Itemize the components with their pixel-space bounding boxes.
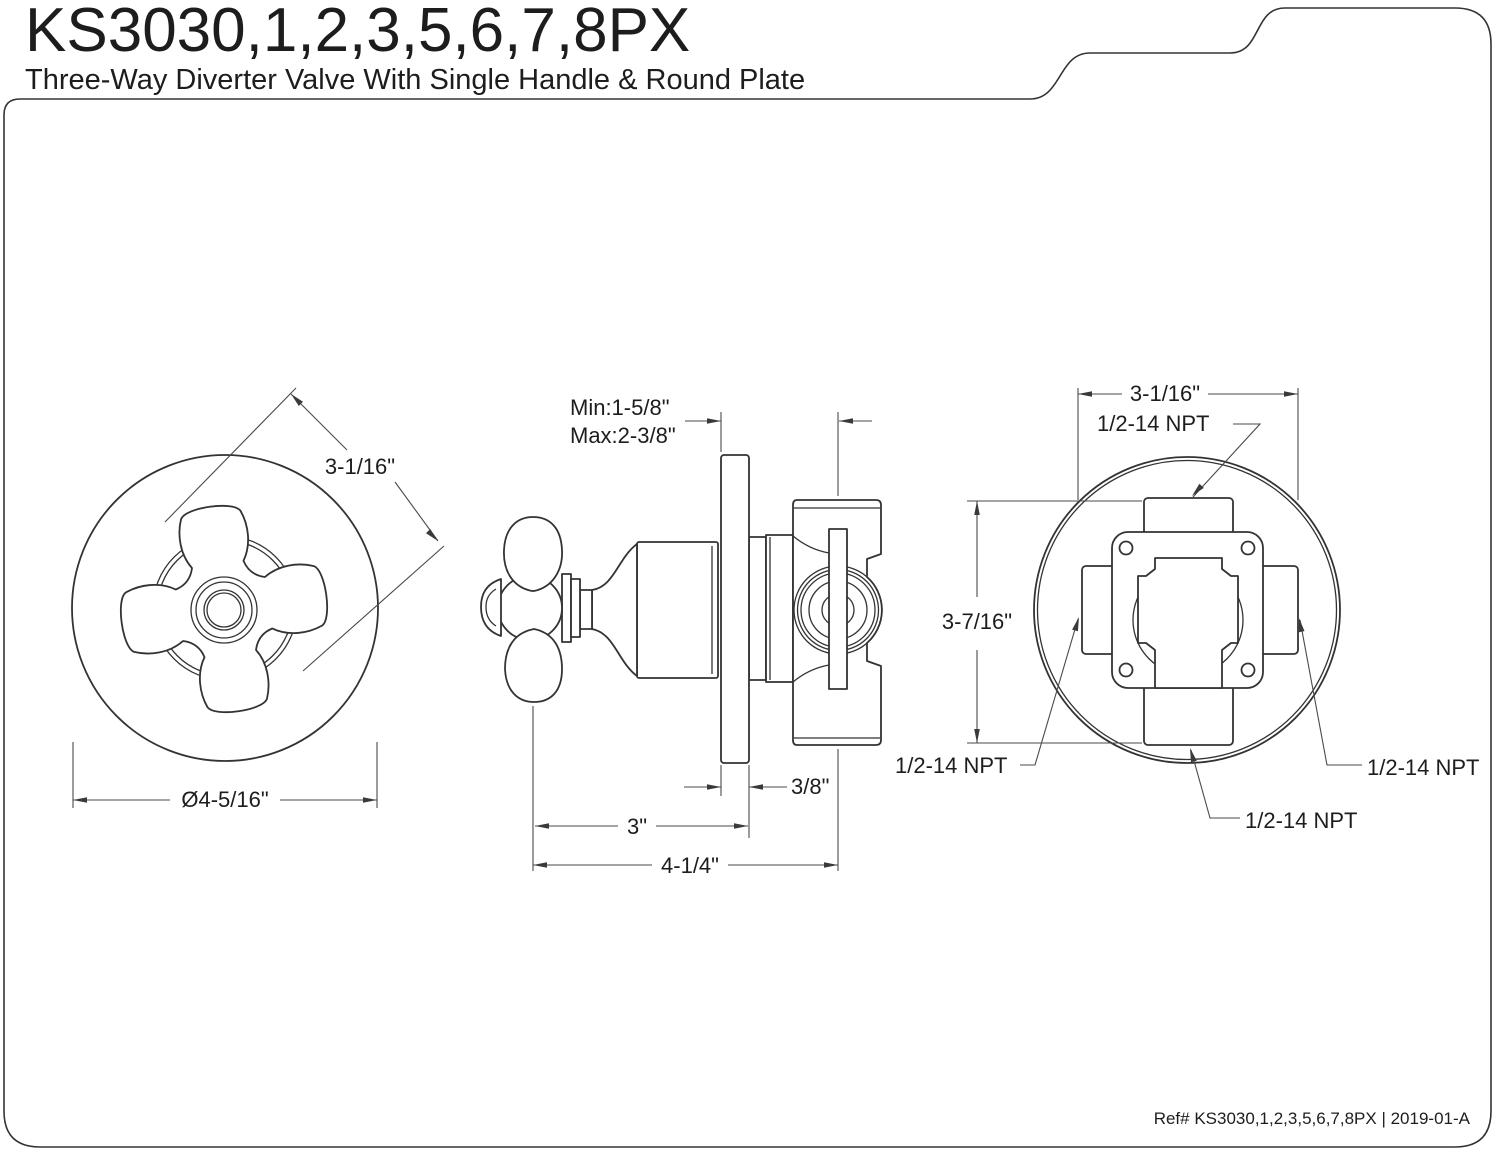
dim-overall-depth-label: 4-1/4" [661, 853, 719, 878]
arrowhead [749, 784, 763, 790]
leader-port-bottom [1190, 749, 1240, 819]
reference-note: Ref# KS3030,1,2,3,5,6,7,8PX | 2019-01-A [1154, 1109, 1471, 1128]
handle-hub-ring [190, 576, 258, 644]
handle-stem [579, 589, 593, 630]
leader-port-top [1192, 423, 1262, 498]
arrowhead [1078, 391, 1092, 397]
cartridge-sleeve [748, 536, 767, 681]
ext-line-diag-1 [164, 387, 297, 523]
valve-body-cross [1137, 557, 1239, 689]
arrowhead [1284, 391, 1298, 397]
rear-plate-outline-inner [1036, 459, 1338, 761]
body-flare-top [792, 535, 830, 554]
handle-hub-ring2 [195, 581, 253, 639]
screw-hole [1118, 540, 1134, 556]
trim-sleeve [636, 541, 719, 679]
front-view: 3-1/16" Ø4-5/16" [71, 387, 445, 812]
arrowhead [707, 784, 721, 790]
handle-bore-inner [206, 592, 242, 628]
arrowhead [974, 729, 980, 743]
handle-collar-outer [561, 573, 572, 643]
handle-front-lobe-dome [480, 578, 502, 637]
port-right-label: 1/2-14 NPT [1367, 755, 1480, 780]
dim-height-label: 3-7/16" [942, 609, 1012, 634]
arrowhead [363, 797, 377, 803]
wall-plate [720, 454, 750, 764]
page-title: KS3030,1,2,3,5,6,7,8PX [25, 0, 691, 65]
arrowhead [707, 418, 721, 424]
body-flare-bottom [792, 664, 830, 683]
sheet-border [3, 7, 1492, 1148]
dome-ring-line [485, 588, 497, 627]
arrowhead [974, 501, 980, 515]
screw-hole [1240, 662, 1256, 678]
rear-view: 3-1/16" 3-7/16" 1/2-14 NPT 1/2-14 NPT 1/… [895, 381, 1480, 833]
arrowhead [426, 529, 438, 541]
ext-line-diag-2 [302, 545, 445, 672]
screw-hole [1118, 662, 1134, 678]
arrowhead [1298, 618, 1305, 633]
handle-bore-outer [203, 589, 245, 631]
arrowhead [824, 862, 838, 868]
leader-port-left [1020, 618, 1079, 766]
dim-handle-diagonal-label: 3-1/16" [325, 454, 395, 479]
dim-plate-thickness-label: 3/8" [791, 774, 829, 799]
arrowhead [839, 418, 853, 424]
handle-lobe-top [503, 516, 563, 592]
port-bottom-label: 1/2-14 NPT [1245, 808, 1358, 833]
port-left-label: 1/2-14 NPT [895, 753, 1008, 778]
screw-hole [1240, 540, 1256, 556]
dim-depth-min-label: Min:1-5/8" [570, 395, 670, 420]
port-top-label: 1/2-14 NPT [1097, 411, 1210, 436]
mounting-bracket-ear [828, 528, 848, 690]
leader-port-right [1299, 619, 1362, 766]
arrowhead [73, 797, 87, 803]
arrowhead [535, 823, 549, 829]
dim-width-label: 3-1/16" [1130, 381, 1200, 406]
side-view: Min:1-5/8" Max:2-3/8" 3/8" 3" 4-1/4" [480, 395, 883, 878]
title-block: KS3030,1,2,3,5,6,7,8PX Three-Way Diverte… [25, 0, 805, 97]
handle-collar-inner [570, 578, 581, 638]
handle-lobe-bottom [504, 628, 563, 703]
arrowhead [734, 823, 748, 829]
handle-bell [591, 543, 638, 677]
cross-handle [119, 504, 329, 714]
dim-plate-diameter-label: Ø4-5/16" [181, 787, 268, 812]
arrowhead [1192, 483, 1204, 496]
arrowhead [1190, 748, 1197, 763]
page-subtitle: Three-Way Diverter Valve With Single Han… [25, 64, 806, 96]
dim-wall-to-plate-label: 3" [627, 814, 647, 839]
arrowhead [291, 394, 303, 406]
arrowhead [533, 862, 547, 868]
dim-depth-max-label: Max:2-3/8" [570, 423, 676, 448]
arrowhead [1072, 617, 1079, 632]
